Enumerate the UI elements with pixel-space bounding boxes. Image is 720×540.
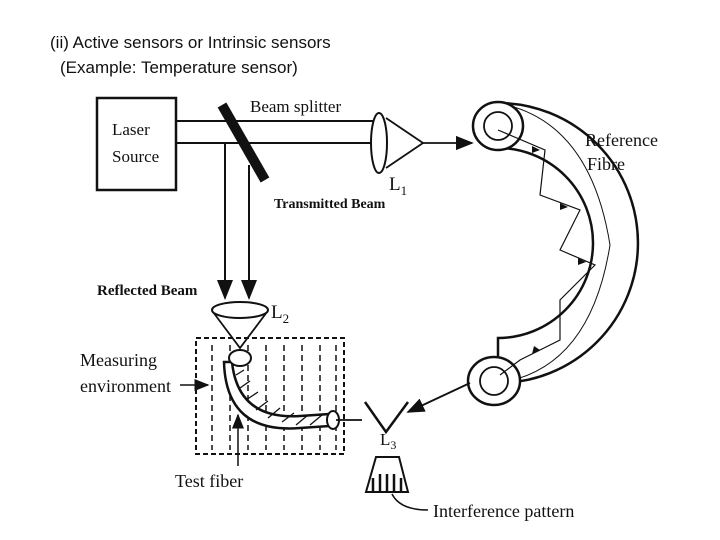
reflected-beam-label: Reflected Beam — [97, 283, 198, 299]
test-fiber-input-end — [228, 349, 252, 367]
lens-l2-cone — [212, 311, 268, 350]
reference-fibre-outer-line — [497, 102, 611, 384]
ray-arrow-2 — [560, 203, 568, 210]
lens-l2-label: L2 — [271, 302, 289, 326]
interference-fringes — [371, 474, 403, 492]
lens-l1-cone — [385, 117, 425, 169]
reference-label-line2: Fibre — [587, 154, 625, 174]
lens-l2 — [211, 301, 269, 319]
beam-splitter-label: Beam splitter — [250, 97, 341, 116]
beam-splitter — [217, 102, 270, 183]
lens-l3 — [363, 401, 410, 435]
lens-l1-label: L1 — [389, 174, 407, 198]
lens-l1 — [370, 112, 388, 174]
laser-source-box — [95, 96, 178, 192]
ray-arrow-4 — [532, 346, 540, 354]
reference-fibre-bottom-core — [479, 366, 509, 396]
interference-pointer — [391, 493, 429, 511]
ray-arrow-3 — [578, 258, 586, 265]
slide-subtitle: (Example: Temperature sensor) — [60, 58, 298, 77]
interference-label: Interference pattern — [433, 501, 574, 521]
slide-title: (ii) Active sensors or Intrinsic sensors — [50, 33, 331, 52]
ray-arrow-1 — [532, 146, 540, 153]
measuring-environment-box — [195, 337, 345, 455]
beam-from-reference — [406, 382, 471, 413]
laser-label-line1: Laser — [112, 120, 150, 139]
measuring-label-line1: Measuring — [80, 350, 157, 370]
reference-fibre-top-core — [483, 111, 513, 141]
laser-label-line2: Source — [112, 147, 159, 166]
test-fiber-hatching — [235, 369, 323, 426]
lens-l3-label: L3 — [380, 430, 396, 452]
test-fiber-label: Test fiber — [175, 471, 243, 491]
test-fiber — [222, 360, 332, 430]
reference-label-line1: Reference — [585, 130, 658, 150]
transmitted-beam-label: Transmitted Beam — [274, 197, 386, 212]
measuring-label-line2: environment — [80, 376, 171, 396]
